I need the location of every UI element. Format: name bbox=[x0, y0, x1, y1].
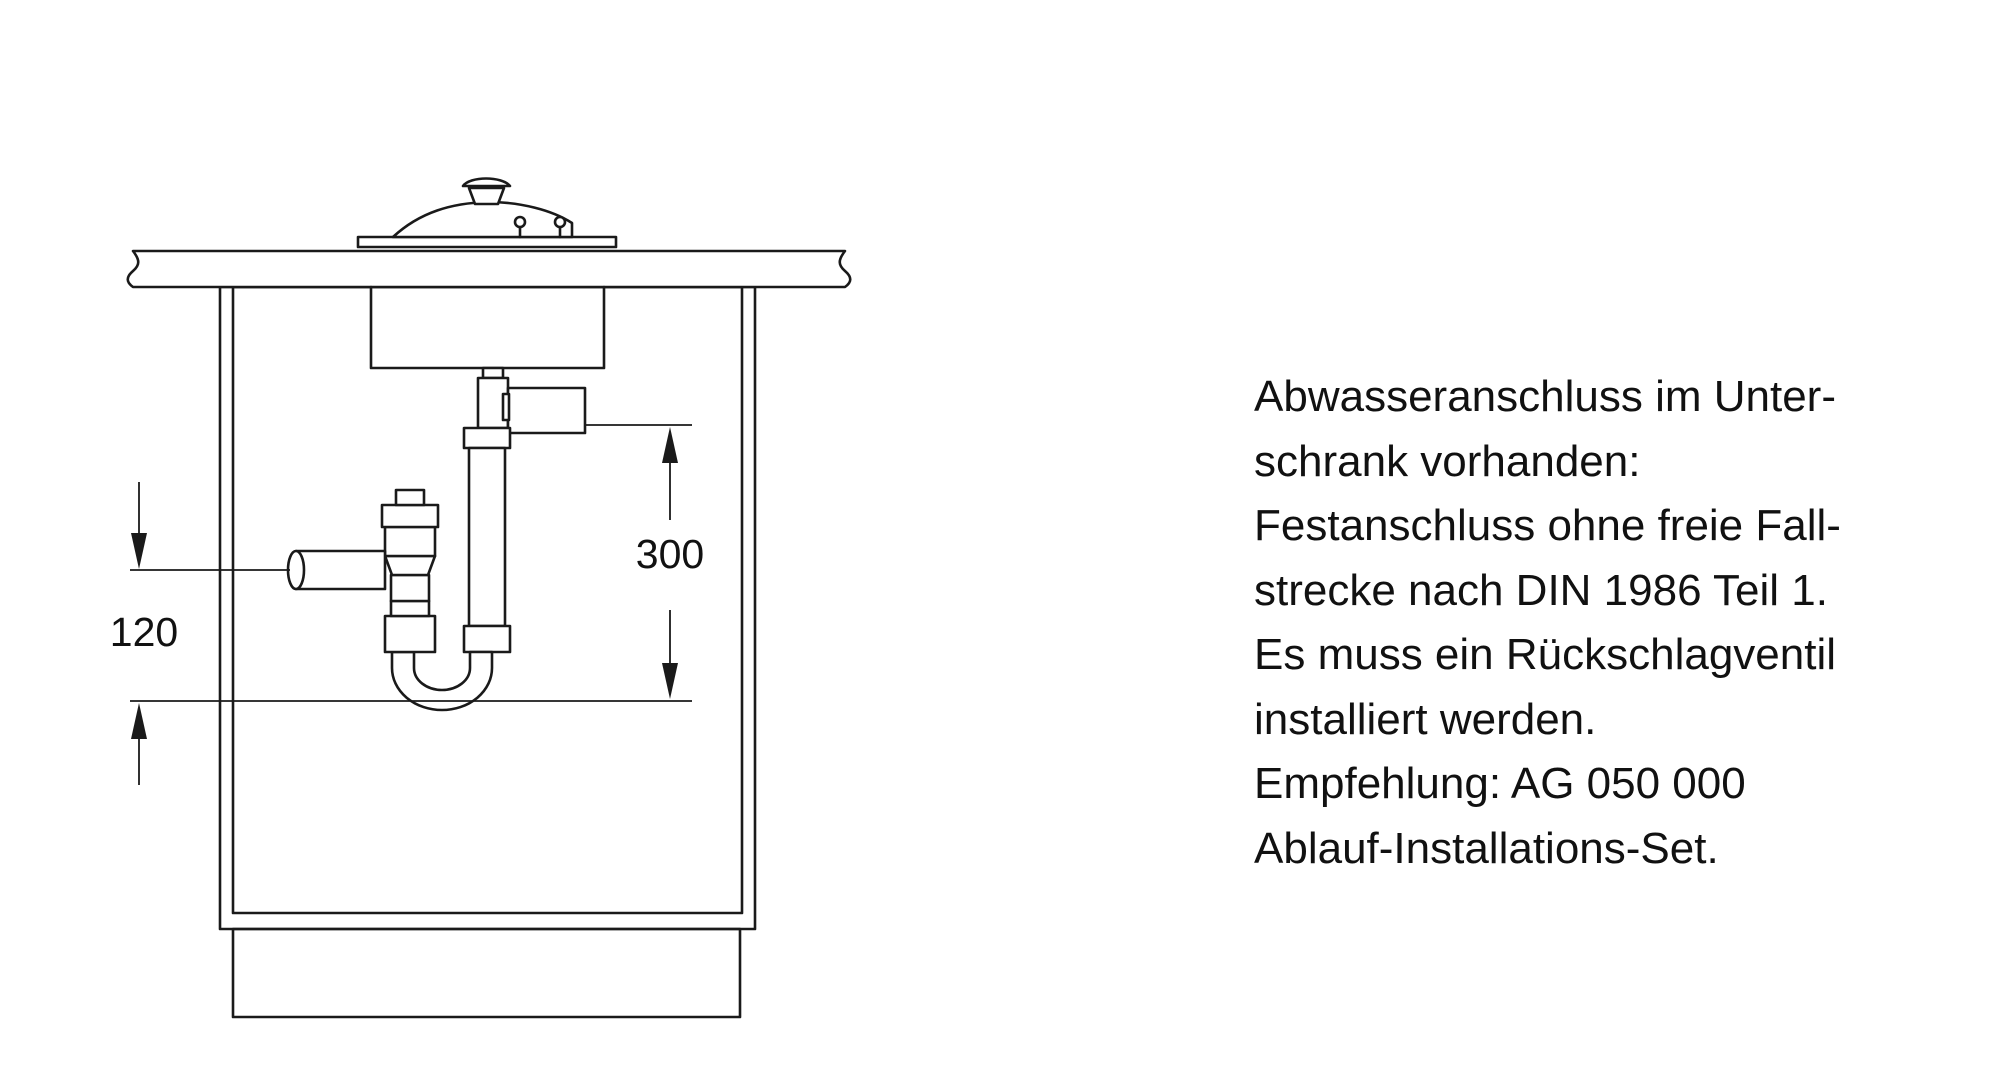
note-line: strecke nach DIN 1986 Teil 1. bbox=[1254, 565, 1828, 615]
installation-note: Abwasseranschluss im Unter- schrank vorh… bbox=[1254, 365, 1954, 881]
note-line: Festanschluss ohne freie Fall- bbox=[1254, 501, 1841, 550]
siphon-trap bbox=[380, 488, 440, 654]
note-line: installiert werden. bbox=[1254, 694, 1597, 744]
note-line: schrank vorhanden: bbox=[1254, 436, 1641, 486]
dimension-label-120: 120 bbox=[110, 609, 178, 655]
dimension-300: 300 bbox=[130, 424, 704, 702]
dimension-label-300: 300 bbox=[636, 531, 704, 577]
note-line: Abwasseranschluss im Unter- bbox=[1254, 372, 1836, 421]
cooker-appliance bbox=[356, 177, 618, 249]
note-line: Es muss ein Rückschlagventil bbox=[1254, 630, 1837, 679]
arrowhead-down bbox=[131, 533, 147, 569]
dimension-120: 120 bbox=[110, 482, 290, 785]
cabinet-plinth bbox=[231, 927, 742, 1019]
arrowhead-down bbox=[662, 663, 678, 699]
drain-pipe bbox=[462, 366, 587, 654]
arrowhead-up bbox=[662, 427, 678, 463]
countertop bbox=[126, 249, 852, 289]
note-line: Ablauf-Installations-Set. bbox=[1254, 823, 1719, 873]
arrowhead-up bbox=[131, 703, 147, 739]
wall-outlet-pipe bbox=[286, 549, 387, 591]
note-line: Empfehlung: AG 050 000 bbox=[1254, 759, 1746, 808]
sink-basin bbox=[369, 285, 606, 370]
